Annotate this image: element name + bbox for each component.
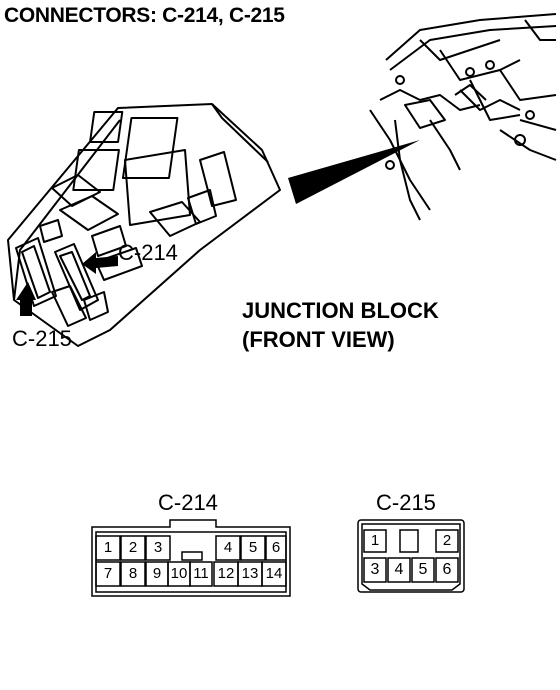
c214-callout-label: C-214 <box>118 240 178 265</box>
c214-pin: 9 <box>152 565 162 582</box>
junction-block-label: JUNCTION BLOCK (FRONT VIEW) <box>242 296 439 354</box>
c214-title: C-214 <box>158 490 218 515</box>
c214-pin: 10 <box>170 565 188 582</box>
c214-pin: 11 <box>193 565 209 582</box>
c215-pin: 6 <box>442 561 452 578</box>
c215-pin: 1 <box>370 532 380 549</box>
c214-pin: 5 <box>248 539 258 556</box>
c214-pin: 13 <box>241 565 259 582</box>
c215-arrow <box>16 282 36 316</box>
pointer-wedge <box>288 140 420 204</box>
junction-block-title: JUNCTION BLOCK <box>242 298 439 323</box>
c214-arrow <box>82 252 118 274</box>
c215-pin: 2 <box>442 532 452 549</box>
page-title: CONNECTORS: C-214, C-215 <box>4 4 285 27</box>
c214-pin: 2 <box>128 539 138 556</box>
c214-pin: 4 <box>223 539 233 556</box>
c215-title: C-215 <box>376 490 436 515</box>
c214-pin: 12 <box>217 565 235 582</box>
c214-pin: 1 <box>103 539 113 556</box>
c215-pin: 4 <box>394 561 404 578</box>
junction-block-body <box>7 103 281 347</box>
c215-pin: 5 <box>418 561 428 578</box>
junction-block-subtitle: (FRONT VIEW) <box>242 327 395 352</box>
c215-pin: 3 <box>370 561 380 578</box>
dashboard-outline <box>385 13 557 61</box>
c214-pin: 8 <box>128 565 138 582</box>
c214-pin: 14 <box>265 565 283 582</box>
c214-pin: 7 <box>103 565 113 582</box>
c215-callout-label: C-215 <box>12 326 72 351</box>
c214-pin: 6 <box>271 539 281 556</box>
c214-pin: 3 <box>153 539 163 556</box>
